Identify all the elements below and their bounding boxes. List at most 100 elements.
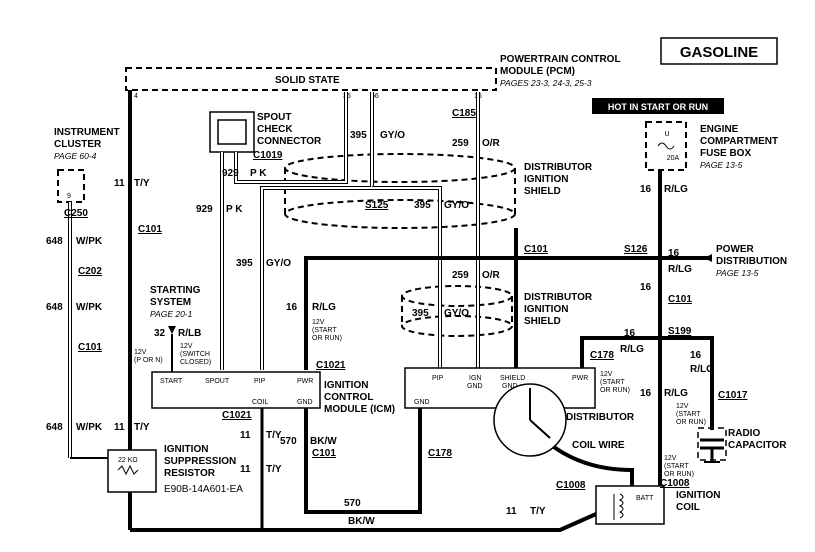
dist-gnd: GND — [414, 399, 430, 406]
icm-start: START — [160, 378, 183, 385]
fuse-amp: 20A — [667, 155, 680, 162]
c178-a: C178 — [590, 350, 614, 361]
icm-1: IGNITION — [324, 380, 368, 391]
note-k3: OR RUN) — [664, 471, 694, 478]
dist-shield-pin2: GND — [502, 383, 518, 390]
w16-far: 16 — [640, 388, 652, 399]
cluster-1: INSTRUMENT — [54, 127, 120, 138]
note-a3: OR RUN) — [312, 335, 342, 342]
icm-spout: SPOUT — [205, 378, 230, 385]
pcm-title: POWERTRAIN CONTROL — [500, 54, 621, 65]
note-sw2: (SWITCH — [180, 351, 210, 358]
note-k1: 12V — [664, 455, 677, 462]
w929-color: P K — [250, 168, 267, 179]
dist-shield-1c: SHIELD — [524, 186, 561, 197]
starting-2: SYSTEM — [150, 297, 191, 308]
dist-pip: PIP — [432, 375, 444, 382]
w648-b: 648 — [46, 302, 63, 313]
c101-b: C101 — [78, 342, 102, 353]
solid-state-label: SOLID STATE — [275, 75, 340, 86]
ignition-coil — [595, 485, 665, 525]
w259-m-color: O/R — [482, 270, 501, 281]
cluster-box — [57, 169, 85, 203]
starting-page: PAGE 20-1 — [150, 309, 193, 319]
fuse-box-1: ENGINE — [700, 124, 739, 135]
dist-ign: IGN — [469, 375, 481, 382]
w259-m: 259 — [452, 270, 469, 281]
gasoline-label: GASOLINE — [680, 44, 758, 61]
icm-gnd: GND — [297, 399, 313, 406]
w395-m: 395 — [236, 258, 253, 269]
w11-d: 11 — [240, 464, 251, 475]
suppr-3: RESISTOR — [164, 468, 216, 479]
c185: C185 — [452, 108, 476, 119]
s125: S125 — [365, 200, 389, 211]
w395-s-color: GY/O — [444, 200, 469, 211]
w16-a-color: R/LG — [664, 184, 688, 195]
w395-m-color: GY/O — [266, 258, 291, 269]
fuse-box-2: COMPARTMENT — [700, 136, 778, 147]
starting-1: STARTING — [150, 285, 201, 296]
power-dist-page: PAGE 13-5 — [716, 268, 759, 278]
ignition-coil-2: COIL — [676, 502, 700, 513]
w16-178-color: R/LG — [620, 344, 644, 355]
note-a2: (START — [312, 327, 337, 334]
hot-label: HOT IN START OR RUN — [608, 102, 708, 112]
c101-e: C101 — [312, 448, 336, 459]
spout-3: CONNECTOR — [257, 136, 322, 147]
note-d2: (START — [600, 379, 625, 386]
note-a1: 12V — [312, 319, 325, 326]
w648-c-color: W/PK — [76, 422, 103, 433]
hot-label-box — [592, 98, 724, 114]
c250: C250 — [64, 208, 88, 219]
w259: 259 — [452, 138, 469, 149]
dist-shield-2a: DISTRIBUTOR — [524, 292, 593, 303]
w570-b: 570 — [344, 498, 361, 509]
w16-pd: 16 — [668, 248, 680, 259]
icm-2: CONTROL — [324, 392, 373, 403]
spout-1: SPOUT — [257, 112, 291, 123]
w929: 929 — [222, 168, 239, 179]
w11-c-color: T/Y — [266, 430, 282, 441]
c202: C202 — [78, 266, 102, 277]
c1008-a: C1008 — [556, 480, 586, 491]
w11-b: 11 — [114, 422, 125, 433]
w11-a-color: T/Y — [134, 178, 150, 189]
dist-shield-2c: SHIELD — [524, 316, 561, 327]
w395-top: 395 — [350, 130, 367, 141]
c1008-b: C1008 — [660, 478, 690, 489]
dist-pwr: PWR — [572, 375, 588, 382]
c101-d: C101 — [668, 294, 692, 305]
icm-box — [151, 371, 321, 409]
radio-cap-1: RADIO — [728, 428, 760, 439]
w395-top-color: GY/O — [380, 130, 405, 141]
cluster-2: CLUSTER — [54, 139, 102, 150]
distributor-label: DISTRIBUTOR — [566, 412, 635, 423]
c1019: C1019 — [253, 150, 283, 161]
dist-shield-1a: DISTRIBUTOR — [524, 162, 593, 173]
note-sw1: 12V — [180, 343, 193, 350]
ignition-coil-1: IGNITION — [676, 490, 720, 501]
w16-b: 16 — [640, 282, 652, 293]
cluster-page: PAGE 60-4 — [54, 151, 97, 161]
suppr-ohm: 22 KΩ — [118, 457, 138, 464]
w570-color: BK/W — [310, 436, 337, 447]
w929-2: 929 — [196, 204, 213, 215]
w32-color: R/LB — [178, 328, 201, 339]
w32: 32 — [154, 328, 166, 339]
fuse-u: U — [664, 131, 669, 138]
w929-2-color: P K — [226, 204, 243, 215]
fuse-icon — [657, 142, 675, 150]
w16-far-color: R/LG — [664, 388, 688, 399]
w11-e-color: T/Y — [530, 506, 546, 517]
pcm-box — [125, 67, 497, 91]
w11-d-color: T/Y — [266, 464, 282, 475]
radio-cap-2: CAPACITOR — [728, 440, 787, 451]
fuse-box-3: FUSE BOX — [700, 148, 751, 159]
fuse-box-page: PAGE 13-5 — [700, 160, 743, 170]
icm-3: MODULE (ICM) — [324, 404, 395, 415]
gasoline-box — [660, 37, 778, 65]
dist-ign2: GND — [467, 383, 483, 390]
dist-shield-1b: IGNITION — [524, 174, 568, 185]
dist-shield-2-bot — [401, 315, 513, 337]
